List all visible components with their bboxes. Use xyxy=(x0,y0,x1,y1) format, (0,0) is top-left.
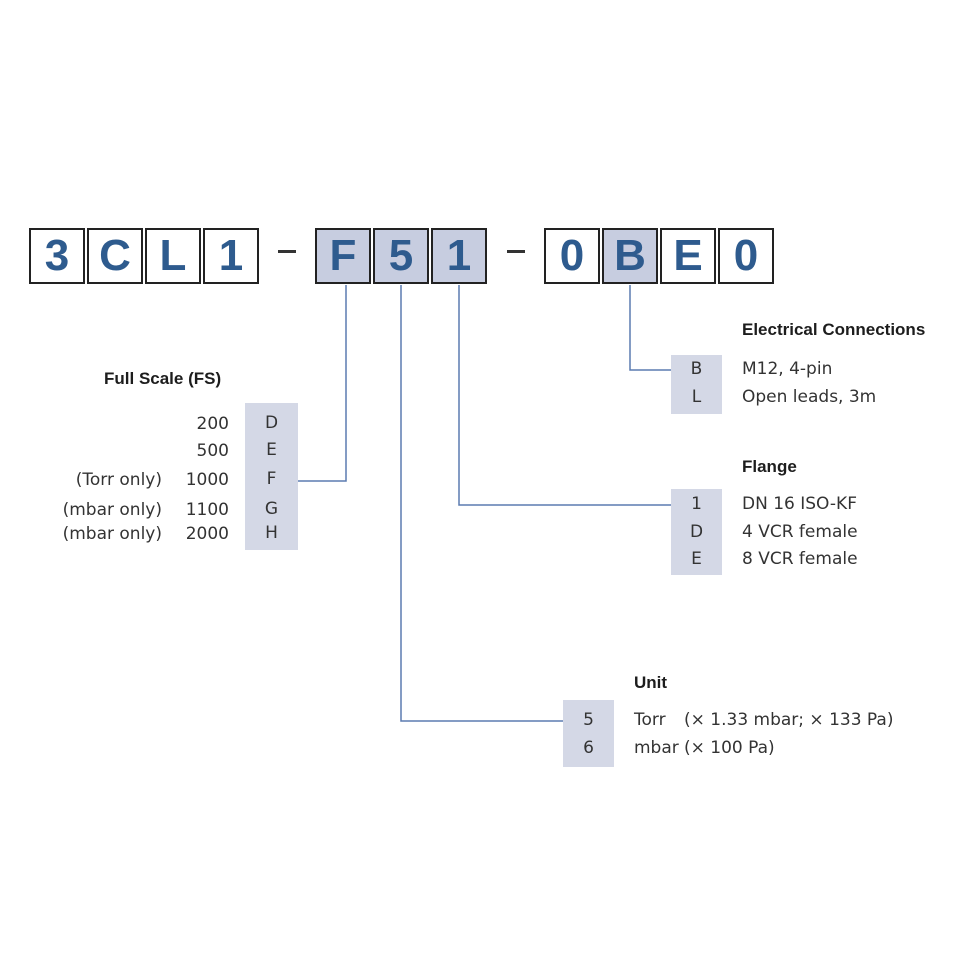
electrical-option-label: Open leads, 3m xyxy=(742,387,877,407)
full-scale-value: 2000 xyxy=(185,524,229,544)
code-char-8: 0 xyxy=(544,228,600,284)
unit-code: 5 xyxy=(583,710,594,730)
unit-option-label: Torr xyxy=(634,710,666,730)
flange-title: Flange xyxy=(742,457,797,476)
unit-title: Unit xyxy=(634,673,668,692)
full-scale-note: (mbar only) xyxy=(62,500,162,520)
code-char-flange: 1 xyxy=(431,228,487,284)
full-scale-code-column: D E F G H xyxy=(245,403,298,550)
flange-option-label: 4 VCR female xyxy=(742,522,858,542)
full-scale-note: (mbar only) xyxy=(62,524,162,544)
unit-code-column: 5 6 xyxy=(563,700,614,767)
full-scale-title: Full Scale (FS) xyxy=(104,369,222,388)
code-char-full-scale: F xyxy=(315,228,371,284)
code-char-2: C xyxy=(87,228,143,284)
code-char-1: 3 xyxy=(29,228,85,284)
flange-option-label: 8 VCR female xyxy=(742,549,858,569)
full-scale-code: H xyxy=(265,523,278,543)
connector-flange xyxy=(458,285,671,506)
flange-code: D xyxy=(689,522,704,542)
full-scale-value: 1000 xyxy=(185,470,229,490)
code-char-electrical: B xyxy=(602,228,658,284)
electrical-title: Electrical Connections xyxy=(742,320,926,339)
flange-code: E xyxy=(691,549,702,569)
code-char-3: L xyxy=(145,228,201,284)
full-scale-note: (Torr only) xyxy=(75,470,162,490)
electrical-option-label: M12, 4-pin xyxy=(742,359,833,379)
unit-option-detail: (× 1.33 mbar; × 133 Pa) xyxy=(684,710,894,730)
code-separator-2 xyxy=(507,250,525,253)
full-scale-value: 200 xyxy=(196,414,229,434)
connector-electrical xyxy=(629,285,671,371)
full-scale-value: 500 xyxy=(196,441,229,461)
unit-option-label: mbar xyxy=(634,738,679,758)
code-char-10: E xyxy=(660,228,716,284)
unit-option-detail: (× 100 Pa) xyxy=(684,738,775,758)
full-scale-code: G xyxy=(264,499,279,519)
full-scale-value: 1100 xyxy=(185,500,229,520)
full-scale-code: F xyxy=(266,469,277,489)
full-scale-code: E xyxy=(266,440,277,460)
full-scale-code: D xyxy=(264,413,279,433)
connector-full-scale xyxy=(298,285,347,482)
electrical-code: L xyxy=(691,387,702,407)
electrical-code: B xyxy=(690,359,703,379)
code-separator-1 xyxy=(278,250,296,253)
unit-code: 6 xyxy=(583,738,594,758)
flange-option-label: DN 16 ISO-KF xyxy=(742,494,857,514)
code-char-4: 1 xyxy=(203,228,259,284)
connector-unit xyxy=(400,285,563,722)
electrical-code-column: B L xyxy=(671,355,722,414)
flange-code: 1 xyxy=(691,494,702,514)
flange-code-column: 1 D E xyxy=(671,489,722,575)
code-char-11: 0 xyxy=(718,228,774,284)
code-char-unit: 5 xyxy=(373,228,429,284)
